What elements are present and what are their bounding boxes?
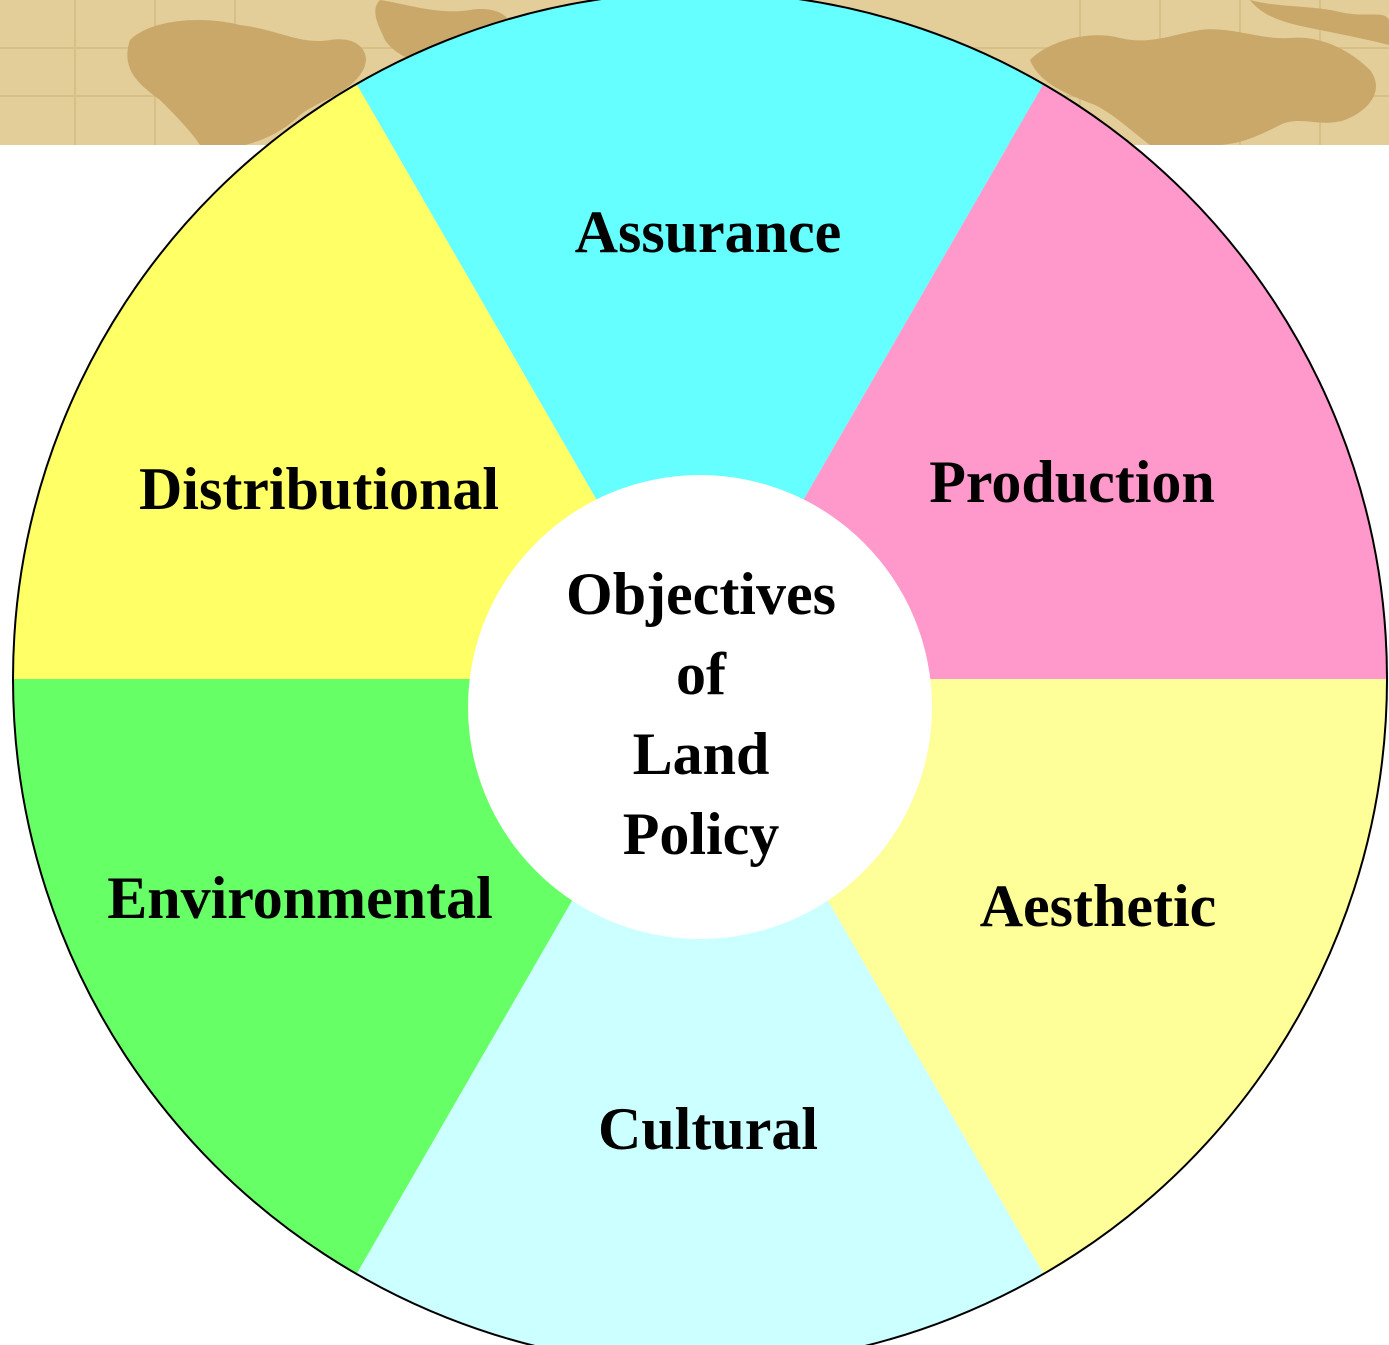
segment-label-production: Production xyxy=(929,449,1215,515)
center-title-line-3: Land xyxy=(633,721,770,787)
wheel-outline xyxy=(12,0,1388,1345)
segment-production xyxy=(700,84,1387,679)
center-title-line-4: Policy xyxy=(623,801,780,867)
segment-cultural xyxy=(356,679,1044,1345)
banner-continents xyxy=(127,0,1389,145)
segment-label-aesthetic: Aesthetic xyxy=(980,873,1217,939)
center-hub xyxy=(468,475,932,939)
segment-assurance xyxy=(356,0,1044,679)
segment-distributional xyxy=(12,84,700,679)
segment-label-distributional: Distributional xyxy=(139,456,499,522)
center-title-line-2: of xyxy=(676,641,727,707)
segment-label-assurance: Assurance xyxy=(575,199,842,265)
segment-label-cultural: Cultural xyxy=(598,1096,818,1162)
segment-label-environmental: Environmental xyxy=(107,865,493,931)
center-title-line-1: Objectives xyxy=(566,561,836,627)
